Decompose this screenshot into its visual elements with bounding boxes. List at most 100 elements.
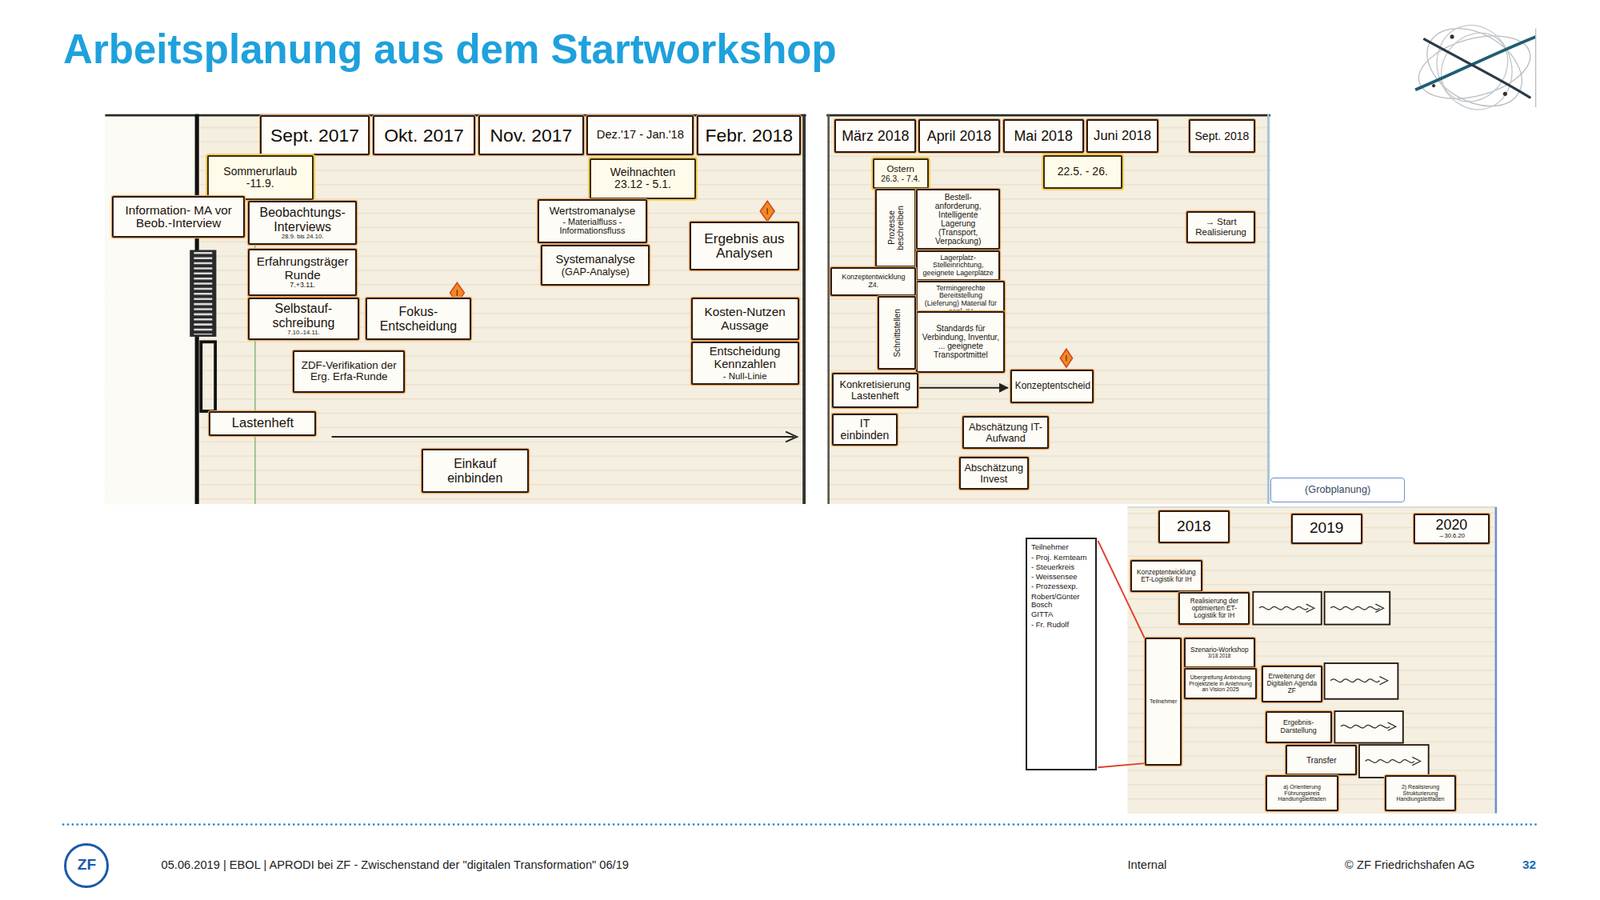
whiteboard-photo (1127, 507, 1497, 814)
month-card: 2019 (1291, 513, 1363, 544)
note-text: Dez.'17 - Jan.'18 (591, 128, 689, 142)
note-text: Systemanalyse (545, 253, 645, 267)
sticky-note: ZDF-Verifikation der Erg. Erfa-Runde (292, 350, 405, 394)
note-text: Sept. 2018 (1193, 130, 1251, 143)
month-card: 2018 (1158, 510, 1230, 544)
note-text: Febr. 2018 (701, 125, 796, 146)
month-card: 2020→30.6.20 (1413, 513, 1491, 544)
sticky-note: a) Orientierung Führungskreis Handlungsl… (1265, 775, 1340, 812)
note-text: Abschätzung IT-Aufwand (967, 421, 1044, 444)
board-frame (1267, 114, 1270, 504)
logo-divider (1535, 28, 1536, 108)
month-card: April 2018 (918, 119, 1000, 153)
note-text: 22.5. - 26. (1048, 165, 1118, 178)
note-subtext: - Prozessexp. (1031, 582, 1092, 591)
board-frame (827, 114, 830, 504)
sticky-note: KonzeptentwicklungZ4. (830, 267, 916, 296)
sticky-note: Standards für Verbindung, Inventur, ... … (916, 311, 1005, 373)
note-text: Erfahrungsträger Runde (252, 255, 352, 282)
note-text: Lagerplatz-Stelleinrichtung, geeignete L… (920, 254, 996, 278)
note-text: ZDF-Verifikation der Erg. Erfa-Runde (297, 360, 400, 384)
month-card: Dez.'17 - Jan.'18 (586, 115, 694, 156)
sticky-note: Konzeptentscheid (1010, 369, 1095, 404)
note-text: Teilnehmer (1031, 543, 1092, 552)
holiday-note: 22.5. - 26. (1043, 155, 1123, 189)
slide-title: Arbeitsplanung aus dem Startworkshop (63, 28, 837, 70)
note-subtext: - Weissensee (1031, 572, 1092, 581)
note-text: Kosten-Nutzen Aussage (696, 305, 795, 332)
note-subtext: 28.9. bis 24.10. (252, 233, 352, 240)
note-text: Sommerurlaub (212, 165, 309, 178)
sticky-note: Information- MA vor Beob.-Interview (112, 196, 245, 238)
sticky-note: Abschätzung IT-Aufwand (962, 416, 1049, 449)
note-text: 2018 (1163, 518, 1225, 536)
note-subtext: 7.10.-14.11. (252, 329, 355, 336)
sticky-note: Prozesse beschreiben (875, 188, 916, 268)
note-text: März 2018 (839, 128, 912, 144)
note-text: Ergebnis-Darstellung (1270, 719, 1328, 735)
month-card: März 2018 (834, 119, 916, 153)
holiday-note: Ostern26.3. - 7.4. (872, 158, 929, 189)
sticky-note: 2) Realisierung Strukturierung Handlungs… (1384, 775, 1456, 812)
sticky-note: Schnittstellen (877, 296, 916, 370)
whiteboard-photo (104, 114, 806, 504)
tab-label: (Grobplanung) (1270, 477, 1405, 503)
note-text: Juni 2018 (1091, 128, 1153, 144)
sticky-note: Teilnehmer (1144, 637, 1182, 765)
sticky-note: Beobachtungs-Interviews28.9. bis 24.10. (248, 200, 357, 245)
whiteboard-photo (826, 114, 1271, 504)
sticky-note: Szenario-Workshop3/18 2018 (1184, 637, 1256, 668)
note-subtext: - Materialfluss - Informationsfluss (542, 217, 642, 236)
board-bracket (200, 341, 216, 412)
note-text: Okt. 2017 (377, 125, 472, 146)
note-subtext: 23.12 - 5.1. (594, 178, 692, 191)
footer-text: 05.06.2019 | EBOL | APRODI bei ZF - Zwis… (161, 858, 629, 873)
note-text: Teilnehmer (1149, 698, 1177, 705)
note-subtext: - Proj. Kernteam (1031, 553, 1092, 562)
board-frame (1495, 507, 1498, 814)
note-text: Standards für Verbindung, Inventur, ... … (920, 324, 1000, 360)
board-frame (826, 114, 1271, 117)
note-text: Konkretisierung Lastenheft (836, 379, 914, 402)
sticky-note: Wertstromanalyse- Materialfluss - Inform… (537, 199, 647, 244)
sticky-note: Fokus- Entscheidung (365, 297, 472, 340)
milestone-diamond (760, 200, 775, 222)
sticky-note: → Start Realisierung (1186, 211, 1255, 244)
note-text: Konzeptentscheid (1015, 380, 1090, 392)
classification-label: Internal (1127, 858, 1167, 873)
sticky-note: Konkretisierung Lastenheft (832, 372, 919, 409)
note-text: ZF (66, 856, 107, 874)
note-subtext: 26.3. - 7.4. (877, 174, 924, 184)
timeline-arrowhead (785, 432, 797, 443)
note-text: Nov. 2017 (483, 125, 579, 146)
timeline-arrow (332, 436, 795, 438)
note-text: Konzeptentwicklung (835, 273, 912, 282)
note-subtext: 3/18 2018 (1188, 653, 1251, 660)
note-text: (Grobplanung) (1274, 484, 1401, 496)
holiday-note: Sommerurlaub-11.9. (207, 155, 314, 200)
note-subtext: Z4. (835, 281, 912, 290)
note-text: Weihnachten (594, 166, 692, 179)
sticky-note: Lagerplatz-Stelleinrichtung, geeignete L… (916, 250, 1000, 282)
note-text: Ergebnis aus Analysen (694, 231, 794, 261)
sticky-note: Entscheidung Kennzahlen- Null-Linie (691, 341, 800, 385)
month-card: Nov. 2017 (478, 115, 584, 156)
note-text: Ostern (877, 164, 924, 174)
note-text: Sept. 2017 (264, 125, 364, 146)
page-number: 32 (1522, 857, 1536, 872)
milestone-diamond (1060, 348, 1072, 368)
note-text: 2019 (1296, 520, 1358, 537)
globe-logo (1412, 12, 1537, 123)
note-subtext: GITTA (1031, 610, 1092, 619)
note-subtext: 7.+3.11. (252, 281, 352, 290)
sticky-note: Realisierung der optimierten ET-Logistik… (1178, 592, 1250, 625)
zoom-list: Teilnehmer- Proj. Kernteam- Steuerkreis-… (1025, 537, 1097, 771)
note-subtext: - Fr. Rudolf (1031, 620, 1092, 629)
board-frame (1127, 506, 1497, 508)
note-text: April 2018 (923, 128, 996, 144)
note-text: Selbstauf- schreibung (252, 301, 355, 329)
sticky-note: Konzeptentwicklung ET-Logistik für IH (1130, 560, 1202, 592)
note-text: Lastenheft (213, 416, 312, 431)
note-text: Beobachtungs-Interviews (252, 205, 352, 233)
